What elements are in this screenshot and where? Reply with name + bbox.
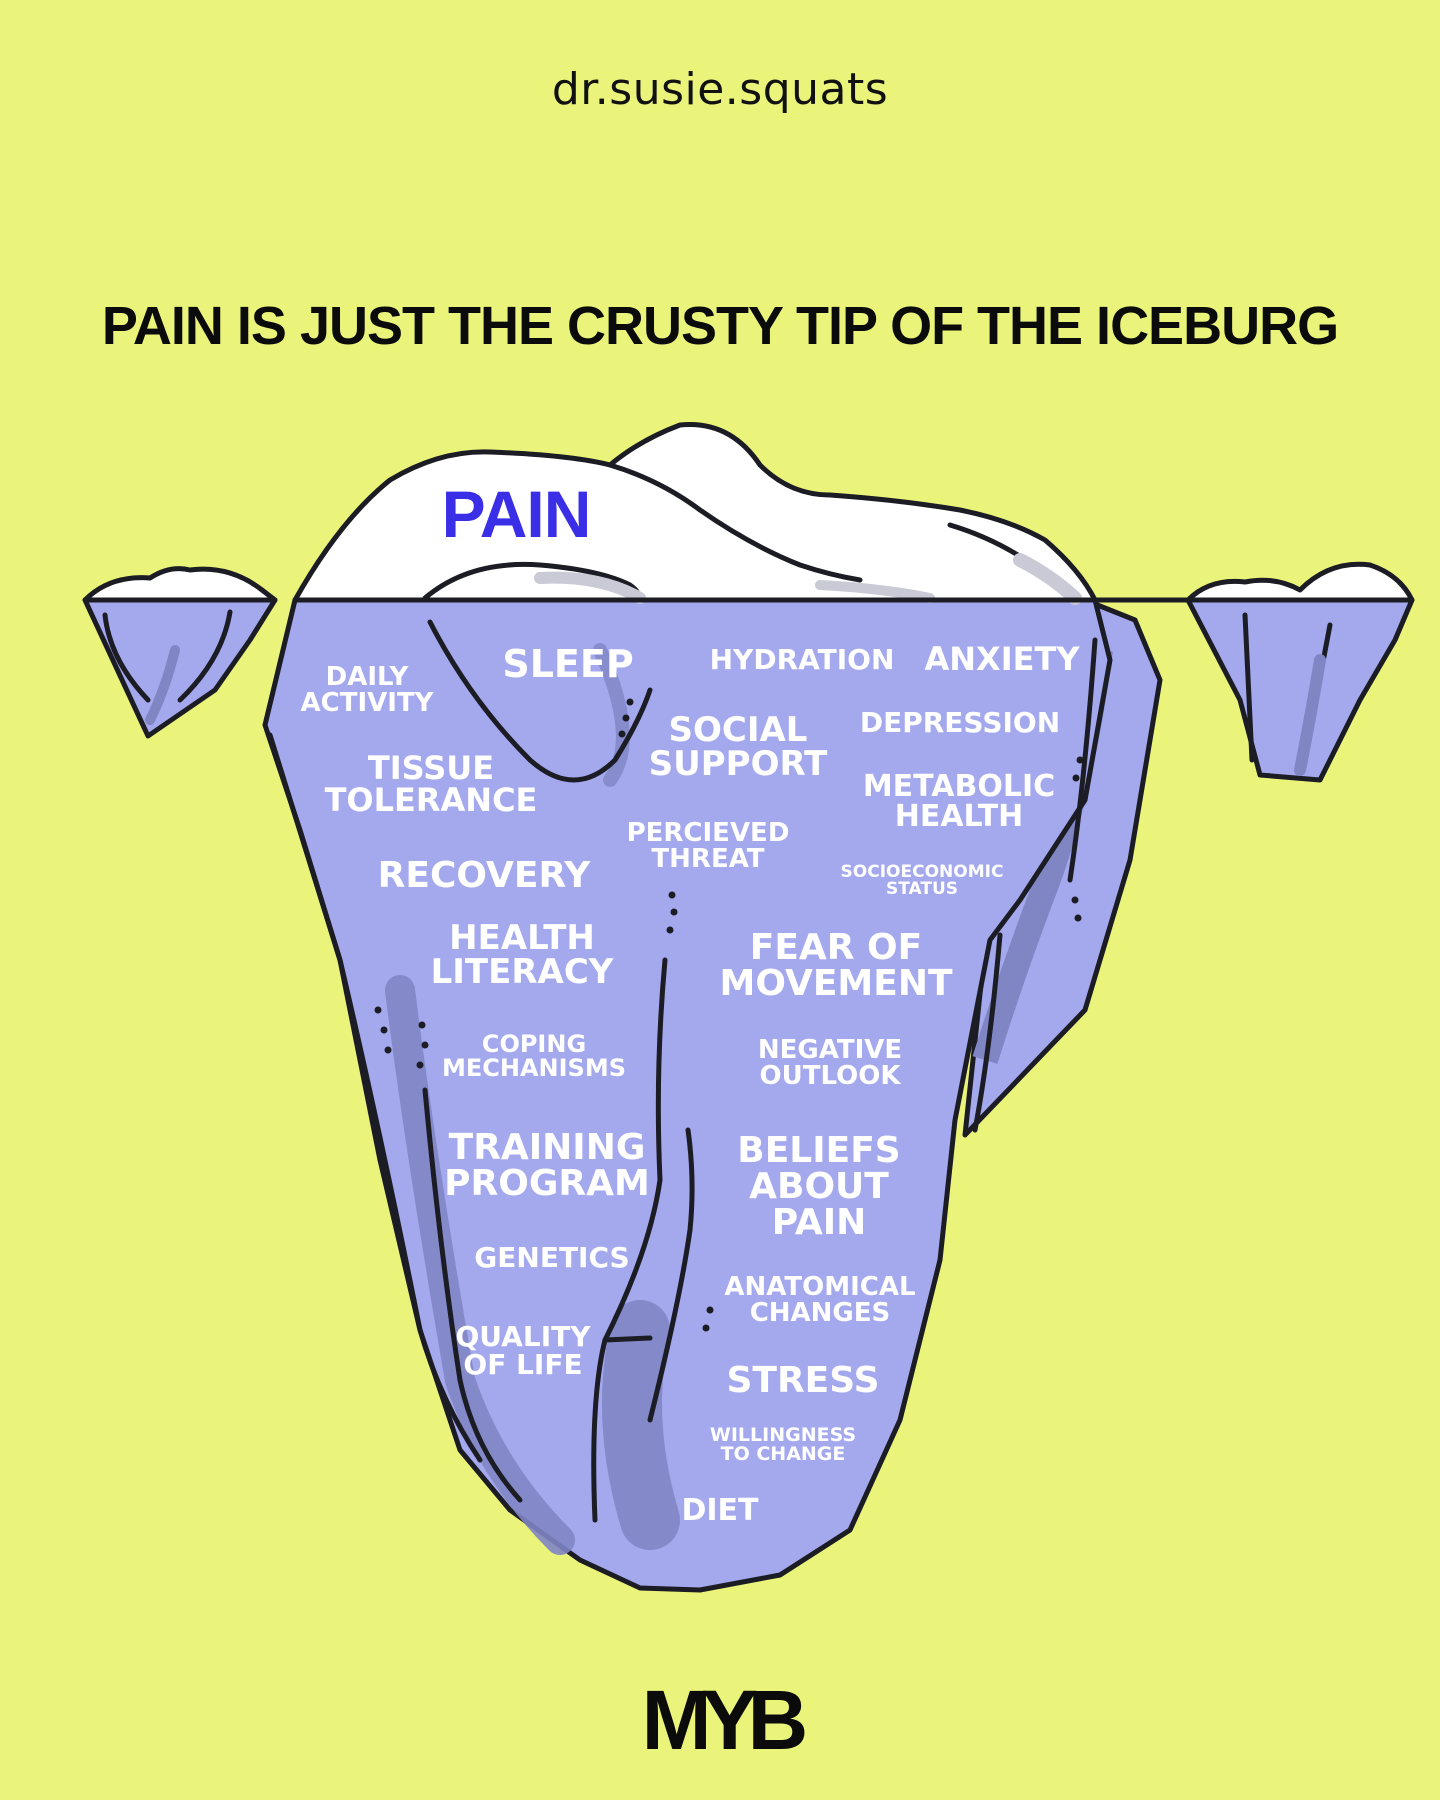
label-depression: DEPRESSION	[859, 706, 1061, 739]
label-social-support: SOCIAL SUPPORT	[648, 710, 828, 784]
label-stress: STRESS	[726, 1360, 880, 1401]
label-socioeconomic-status: SOCIOECONOMIC STATUS	[840, 862, 1004, 899]
label-recovery: RECOVERY	[377, 855, 591, 896]
label-beliefs-about-pain: BELIEFS ABOUT PAIN	[737, 1130, 901, 1243]
author-handle: dr.susie.squats	[551, 64, 889, 115]
label-coping-mechanisms: COPING MECHANISMS	[441, 1030, 627, 1082]
label-diet: DIET	[681, 1493, 759, 1528]
left-ice-chunk	[82, 566, 278, 739]
label-anxiety: ANXIETY	[924, 640, 1080, 678]
right-ice-chunk	[1185, 561, 1415, 783]
label-sleep: SLEEP	[502, 642, 634, 686]
label-health-literacy: HEALTH LITERACY	[430, 918, 614, 992]
brand-logo: MYB	[641, 1673, 809, 1767]
label-fear-of-movement: FEAR OF MOVEMENT	[719, 927, 953, 1004]
label-negative-outlook: NEGATIVE OUTLOOK	[757, 1035, 903, 1091]
label-willingness-to-change: WILLINGNESS TO CHANGE	[709, 1424, 857, 1465]
label-anatomical-changes: ANATOMICAL CHANGES	[724, 1272, 916, 1328]
label-training-program: TRAINING PROGRAM	[444, 1127, 650, 1204]
pain-tip-label: PAIN	[441, 477, 592, 551]
label-daily-activity: DAILY ACTIVITY	[300, 662, 434, 718]
label-metabolic-health: METABOLIC HEALTH	[862, 769, 1056, 834]
label-percieved-threat: PERCIEVED THREAT	[626, 818, 790, 874]
headline: PAIN IS JUST THE CRUSTY TIP OF THE ICEBU…	[101, 296, 1339, 356]
label-hydration: HYDRATION	[709, 643, 895, 676]
label-genetics: GENETICS	[474, 1241, 630, 1274]
label-tissue-tolerance: TISSUE TOLERANCE	[324, 749, 538, 819]
label-quality-of-life: QUALITY OF LIFE	[455, 1320, 591, 1381]
iceberg-underwater	[262, 597, 1113, 1593]
iceberg-snow-cap	[292, 422, 1098, 605]
